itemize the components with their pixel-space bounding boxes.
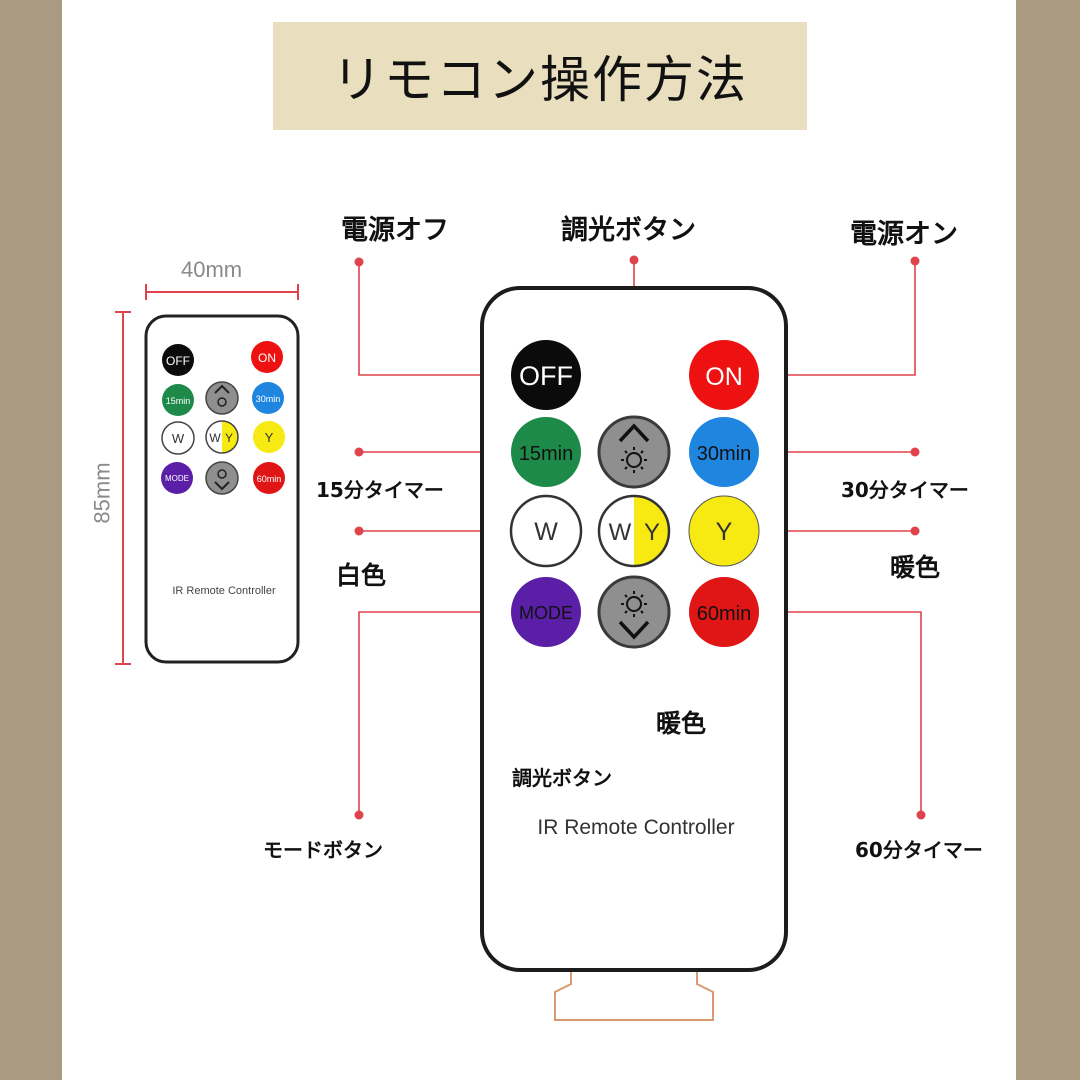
small-mode-button [161,462,193,494]
on-button [689,340,759,410]
dot-dimmer-top [629,255,639,265]
small-wy-button [206,421,238,453]
dot-power-on [910,256,920,266]
small-y-label: Y [265,430,274,445]
timer15-button [511,417,581,487]
brand-label: IR Remote Controller [537,816,734,839]
wy-w-label: W [609,519,632,546]
width-label: 40mm [181,257,243,282]
dot-warm-right [910,526,920,536]
small-sun-icon-2 [217,469,227,479]
label-dimmer-bottom: 調光ボタン [512,766,612,790]
height-label: 85mm [89,462,115,524]
sun-icon-2 [621,591,647,617]
dot-power-off [354,257,364,267]
white-button [509,494,583,568]
label-power-off: 電源オフ [341,215,449,246]
small-mode-label: MODE [165,474,189,483]
small-w-label: W [172,431,185,446]
arrow-up-icon [618,423,650,443]
label-dimmer-top: 調光ボタン [561,215,696,246]
timer60-label: 60min [697,603,751,625]
white-label: W [534,518,558,546]
small-wy-y-label: Y [225,431,233,445]
label-timer30: 30分タイマー [841,478,969,502]
small-off-button [162,344,194,376]
on-label: ON [705,363,743,391]
dot-timer60 [916,810,926,820]
leader-power-on [752,261,916,376]
small-arrow-up-icon [214,384,230,394]
yellow-label: Y [716,518,733,546]
remote-bottom-tab [554,969,714,1021]
off-label: OFF [519,361,573,391]
dot-timer15 [354,447,364,457]
timer15-label: 15min [519,443,573,465]
small-60min-button [253,462,285,494]
wy-y-label: Y [644,519,660,546]
small-brand-label: IR Remote Controller [172,585,276,597]
large-remote: OFF ON 15min 30min W W Y Y MODE [480,286,788,1021]
mode-label: MODE [519,603,573,623]
label-warm-center: 暖色 [656,709,707,738]
leader-power-off [358,262,513,376]
small-15min-label: 15min [166,396,191,406]
label-warm-right: 暖色 [890,553,941,582]
small-on-label: ON [258,351,276,365]
timer30-button [689,417,759,487]
off-button [511,340,581,410]
leader-mode [358,611,513,815]
small-w-button [161,421,195,455]
arrow-down-icon [618,620,650,640]
timer30-label: 30min [697,443,751,465]
mode-button [511,577,581,647]
small-off-label: OFF [166,354,190,368]
dot-mode [354,810,364,820]
small-remote: OFF ON 15min 30min W W Y Y MODE 60min IR… [115,284,300,665]
small-60min-label: 60min [257,474,282,484]
small-sun-icon [217,397,227,407]
label-white: 白色 [336,561,387,590]
small-wy-outline [205,420,239,454]
small-30min-button [252,382,284,414]
sun-icon [621,447,647,473]
label-mode: モードボタン [263,838,383,862]
label-timer15: 15分タイマー [316,478,444,502]
page-title: リモコン操作方法 [332,51,748,109]
small-15min-button [162,384,194,416]
dot-white [354,526,364,536]
small-arrow-down-icon [214,481,230,491]
small-y-button [253,421,285,453]
small-wy-w-label: W [209,431,221,445]
label-power-on: 電源オン [850,219,958,250]
dot-timer30 [910,447,920,457]
label-timer60: 60分タイマー [855,838,983,862]
wy-button-outline [597,494,671,568]
leader-timer60 [752,611,922,815]
small-30min-label: 30min [256,394,281,404]
title-banner: リモコン操作方法 [273,22,807,130]
yellow-button [688,495,760,567]
small-on-button [251,341,283,373]
timer60-button [689,577,759,647]
